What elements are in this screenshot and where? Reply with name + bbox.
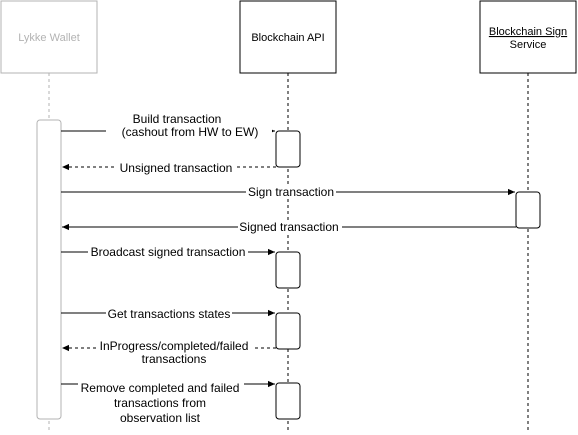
- actor-blockchain-sign-service-box: [479, 0, 577, 74]
- activation-api-3: [275, 312, 301, 350]
- actor-lykke-wallet: Lykke Wallet: [0, 0, 98, 74]
- label-build-transaction-line1: Build transaction: [133, 112, 222, 126]
- label-remove-transactions-line3: observation list: [120, 411, 201, 425]
- label-build-transaction-line2: (cashout from HW to EW): [122, 125, 259, 139]
- label-remove-transactions-line1: Remove completed and failed: [81, 381, 240, 395]
- activation-api-2: [275, 251, 301, 289]
- label-get-states: Get transactions states: [108, 307, 231, 321]
- label-unsigned-transaction: Unsigned transaction: [120, 161, 233, 175]
- actor-blockchain-api-box: [239, 0, 337, 74]
- message-build-transaction: Build transaction (cashout from HW to EW…: [61, 112, 275, 139]
- message-sign-transaction: Sign transaction: [61, 185, 515, 199]
- activation-lykke-wallet: [36, 119, 62, 420]
- message-signed-transaction: Signed transaction: [62, 220, 516, 234]
- label-sign-transaction: Sign transaction: [248, 185, 334, 199]
- actor-blockchain-sign-service: Blockchain Sign Service: [479, 0, 577, 74]
- actor-lykke-wallet-box: [0, 0, 98, 74]
- actor-blockchain-api-label: Blockchain API: [251, 32, 324, 44]
- actor-blockchain-sign-service-label-line1: Blockchain Sign: [489, 26, 567, 38]
- actor-blockchain-sign-service-label-line2: Service: [510, 39, 547, 51]
- activation-api-1: [275, 130, 301, 168]
- label-signed-transaction: Signed transaction: [239, 220, 338, 234]
- message-get-states: Get transactions states: [61, 307, 275, 321]
- message-remove-transactions: Remove completed and failed transactions…: [61, 380, 275, 426]
- actor-lykke-wallet-label: Lykke Wallet: [18, 32, 80, 44]
- label-states-reply-line2: transactions: [142, 352, 207, 366]
- activation-sign-service: [515, 191, 541, 229]
- label-broadcast-transaction: Broadcast signed transaction: [91, 245, 246, 259]
- label-remove-transactions-line2: transactions from: [114, 396, 206, 410]
- message-broadcast-transaction: Broadcast signed transaction: [61, 245, 275, 259]
- activation-api-4: [275, 382, 301, 420]
- actor-blockchain-api: Blockchain API: [239, 0, 337, 74]
- message-states-reply: InProgress/completed/failed transactions: [62, 339, 276, 366]
- label-states-reply-line1: InProgress/completed/failed: [100, 339, 249, 353]
- message-unsigned-transaction: Unsigned transaction: [62, 161, 276, 175]
